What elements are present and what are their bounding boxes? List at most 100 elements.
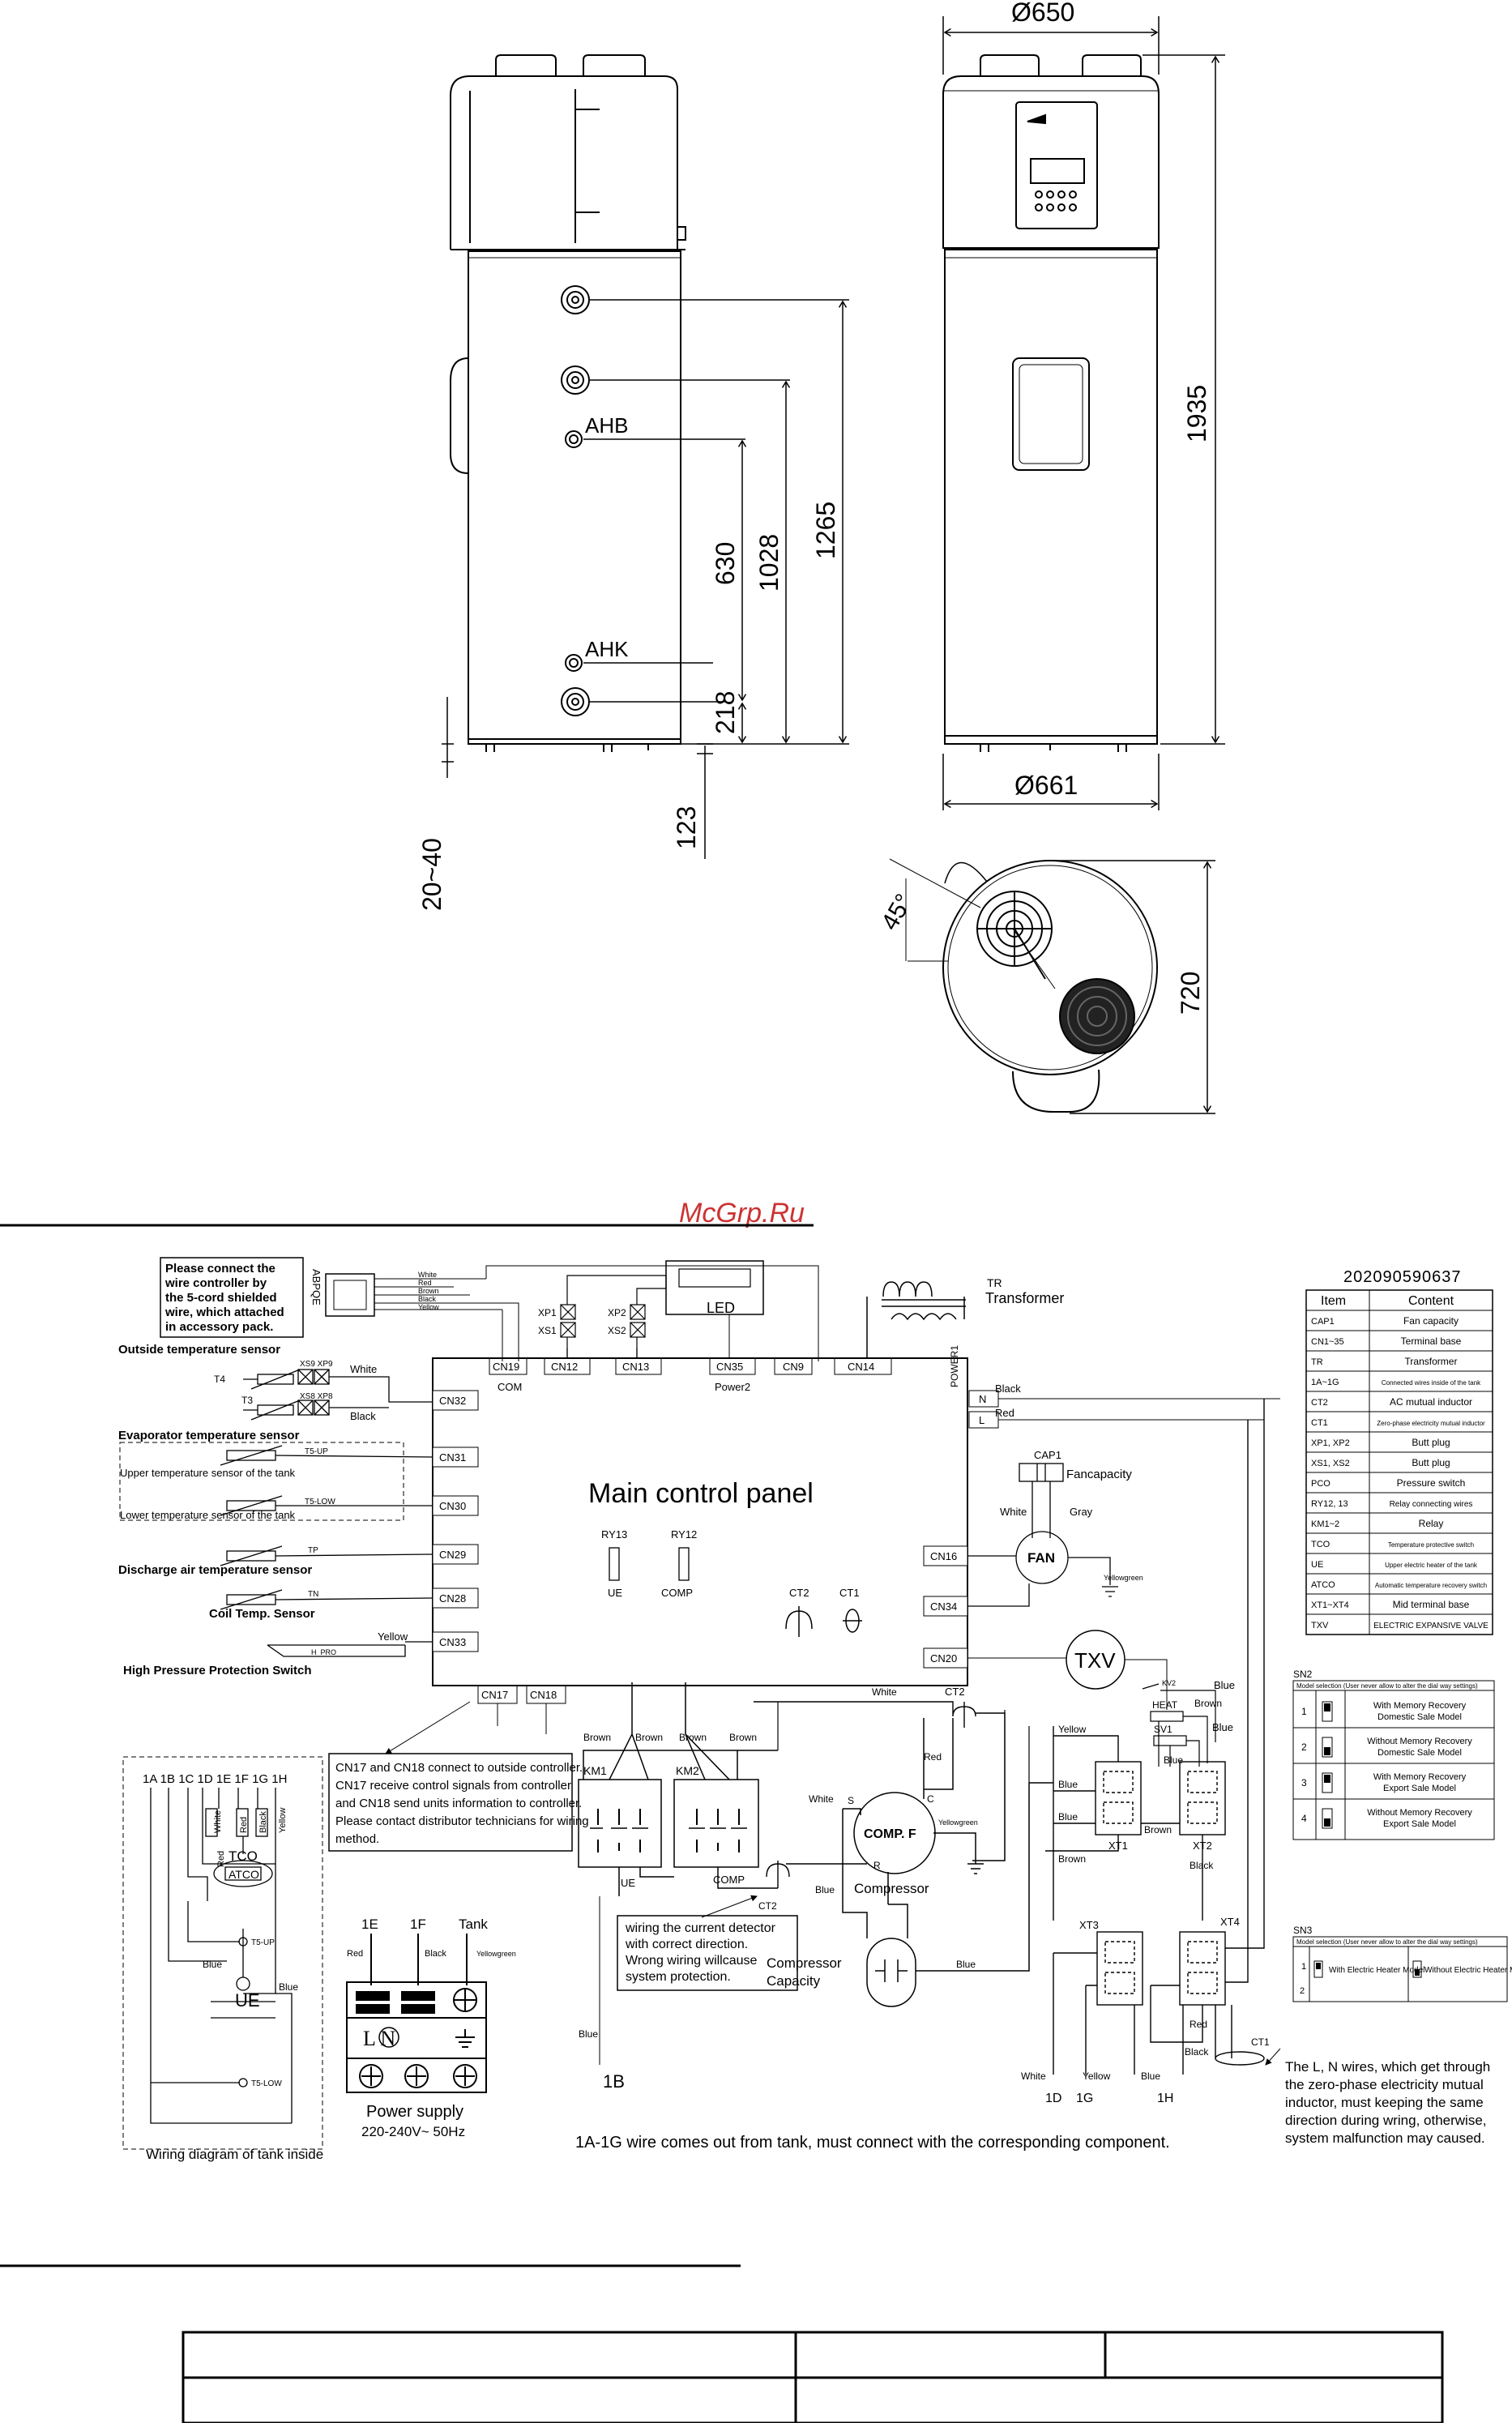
yellow-tank: Yellow — [278, 1808, 288, 1833]
front-view-dimension-lines — [942, 16, 1225, 810]
table-row-item: 1A~1G — [1311, 1378, 1339, 1387]
yellowgreen-comp: Yellowgreen — [938, 1818, 978, 1827]
sn2-row-line1: With Memory Recovery — [1373, 1701, 1467, 1711]
lower-sensor-label: Lower temperature sensor of the tank — [120, 1509, 296, 1521]
cn19-label: CN19 — [493, 1361, 519, 1373]
power1-label: POWER1 — [949, 1345, 960, 1387]
table-row-item: CAP1 — [1311, 1317, 1335, 1327]
compressor-label: Compressor — [854, 1881, 929, 1896]
sn3-num-2: 2 — [1300, 1986, 1305, 1996]
sn2-label: SN2 — [1293, 1669, 1313, 1680]
table-row-content: Relay — [1419, 1518, 1444, 1529]
label-ahb: AHB — [585, 413, 628, 438]
blue-wire-cap: Blue — [956, 1959, 976, 1970]
compressor-capacity-1: Compressor — [767, 1955, 842, 1971]
sn2-row-line2: Export Sale Model — [1383, 1784, 1456, 1793]
brown-wire-km1a: Brown — [583, 1732, 611, 1743]
white-wire-fan: White — [1000, 1506, 1027, 1518]
wire-color-4: Black — [418, 1295, 437, 1303]
table-row-content: Transformer — [1405, 1356, 1458, 1367]
connect-note-box — [160, 1257, 304, 1338]
tank-inside-box — [122, 1756, 323, 2150]
s-terminal: S — [848, 1795, 854, 1806]
power2-label: Power2 — [715, 1381, 750, 1393]
dim-720: 720 — [1176, 972, 1205, 1015]
comp-relay-label: COMP — [661, 1587, 693, 1599]
table-row-content: Zero-phase electricity mutual inductor — [1377, 1420, 1485, 1427]
white-wire-top: White — [872, 1686, 897, 1698]
ln-note-3: inductor, must keeping the same — [1285, 2095, 1484, 2110]
black-wire-xt2: Black — [1190, 1860, 1214, 1871]
table-row-content: ELECTRIC EXPANSIVE VALVE — [1373, 1622, 1489, 1630]
ct1-label: CT1 — [839, 1587, 860, 1599]
table-row-content: Automatic temperature recovery switch — [1375, 1582, 1487, 1589]
sn2-row-num: 4 — [1301, 1813, 1307, 1824]
main-control-panel — [432, 1357, 968, 1686]
sn2-table — [1292, 1680, 1495, 1840]
abpqe-label: ABPQE — [310, 1269, 322, 1306]
gray-wire-fan: Gray — [1070, 1506, 1093, 1518]
comp-under-km2: COMP — [713, 1874, 745, 1886]
xs8xp8-label: XS8 XP8 — [300, 1392, 333, 1401]
table-row-item: CT1 — [1311, 1418, 1328, 1428]
cn17-note-5: method. — [335, 1832, 379, 1846]
transformer-symbol — [866, 1281, 966, 1358]
cn35-label: CN35 — [716, 1361, 743, 1373]
yellowgreen-fan: Yellowgreen — [1104, 1574, 1143, 1582]
dim-bottom-diameter: Ø661 — [1014, 771, 1078, 800]
tn-label: TN — [308, 1590, 318, 1599]
dim-top-diameter: Ø650 — [1011, 0, 1074, 27]
table-row-item: TCO — [1311, 1540, 1330, 1549]
red-wire-1: Red — [995, 1407, 1014, 1419]
brown-wire-xt1: Brown — [1058, 1853, 1086, 1865]
sn3-title: Model selection (User never allow to alt… — [1296, 1938, 1478, 1946]
connect-note-line-5: in accessory pack. — [165, 1320, 273, 1334]
cn16-label: CN16 — [930, 1550, 957, 1562]
ln-note-4: direction during wring, otherwise, — [1285, 2113, 1487, 2128]
sn2-row-num: 1 — [1301, 1706, 1307, 1717]
hpro-label: H_PRO — [311, 1648, 336, 1656]
xs2-label: XS2 — [608, 1325, 626, 1336]
l-terminal: L — [979, 1414, 985, 1426]
compressor-capacity-2: Capacity — [767, 1973, 821, 1989]
ln-label: L N — [363, 2027, 395, 2050]
watermark: McGrp.Ru — [679, 1198, 805, 1229]
tp-label: TP — [308, 1546, 318, 1555]
heat-label: HEAT — [1152, 1699, 1178, 1711]
detector-note-4: system protection. — [626, 1970, 731, 1984]
blue-tank-1: Blue — [203, 1959, 222, 1970]
xt1-label: XT1 — [1108, 1840, 1128, 1852]
upper-sensor-label: Upper temperature sensor of the tank — [120, 1467, 296, 1479]
table-row-item: XP1, XP2 — [1311, 1438, 1350, 1448]
com-label: COM — [498, 1381, 522, 1393]
power-supply-block — [346, 1934, 487, 2093]
sn3-num-1: 1 — [1301, 1962, 1306, 1972]
detector-note-box — [617, 1915, 798, 1991]
blue-wire-xt1: Blue — [1058, 1779, 1078, 1790]
top-connectors: CN19 COM CN12 CN13 CN35 Power2 CN9 CN14 — [489, 1357, 892, 1393]
yellowgreen-ps: Yellowgreen — [476, 1950, 516, 1958]
sn3-with-heater: With Electric Heater Model — [1329, 1966, 1424, 1975]
black-wire-t3: Black — [350, 1410, 376, 1422]
brown-wire-heat: Brown — [1194, 1698, 1222, 1709]
sn2-row-line1: Without Memory Recovery — [1367, 1737, 1472, 1746]
ln-note-5: system malfunction may caused. — [1285, 2130, 1485, 2146]
table-row-content: Relay connecting wires — [1390, 1500, 1473, 1509]
discharge-sensor-label: Discharge air temperature sensor — [118, 1563, 312, 1577]
yellow-wire-xt1: Yellow — [1058, 1724, 1087, 1735]
dim-angle: 45° — [876, 890, 917, 935]
hp-switch-label: High Pressure Protection Switch — [123, 1664, 312, 1677]
table-row-content: Fan capacity — [1403, 1315, 1459, 1327]
bottom-note: 1A-1G wire comes out from tank, must con… — [575, 2134, 1170, 2152]
sn2-row-num: 2 — [1301, 1741, 1307, 1753]
blue-wire-kv: Blue — [1214, 1679, 1235, 1691]
table-row-item: ATCO — [1311, 1580, 1335, 1590]
table-row-item: PCO — [1311, 1479, 1330, 1489]
t5low-label: T5-LOW — [305, 1498, 335, 1506]
cn14-label: CN14 — [848, 1361, 874, 1373]
white-wire-t4: White — [350, 1363, 377, 1375]
wire-color-2: Red — [418, 1279, 432, 1287]
white-wire-comp: White — [809, 1793, 834, 1805]
power-supply-label: Power supply — [366, 2103, 463, 2121]
cn17-note-4: Please contact distributor technicians f… — [335, 1814, 589, 1828]
